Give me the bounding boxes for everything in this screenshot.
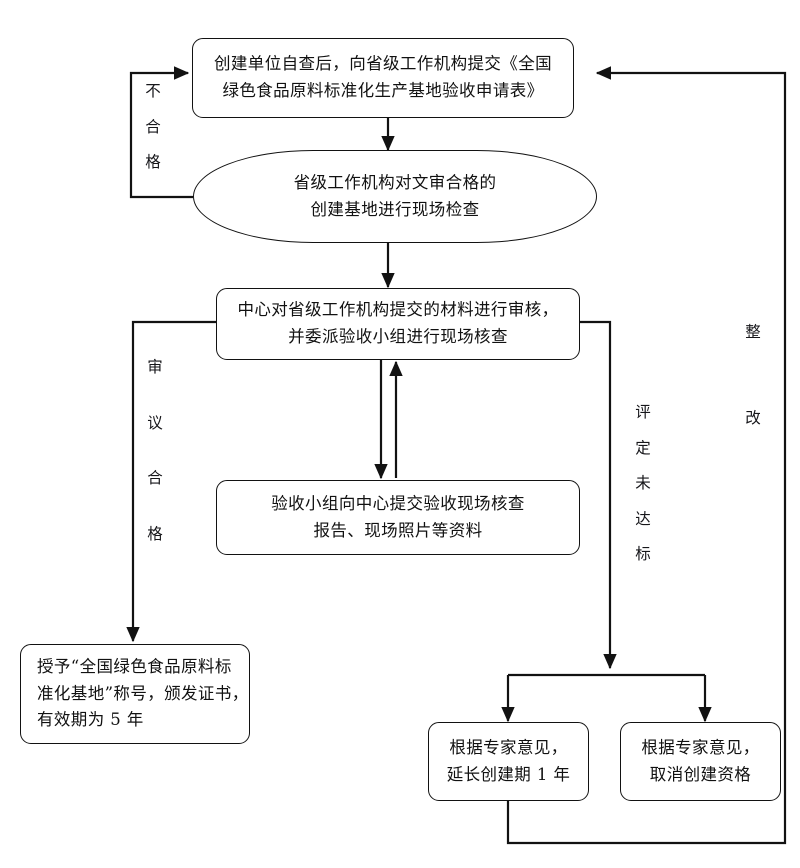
- node-extend-one-year: 根据专家意见， 延长创建期 1 年: [428, 722, 589, 801]
- edge-label-unqualified: 不 合 格: [140, 82, 166, 171]
- edge-label-not-met-char-2: 定: [635, 438, 651, 457]
- edge-label-rectification: 整 改: [740, 323, 766, 427]
- edge-label-not-met-char-4: 达: [635, 509, 651, 528]
- node-apply: 创建单位自查后，向省级工作机构提交《全国 绿色食品原料标准化生产基地验收申请表》: [192, 38, 574, 118]
- node-apply-line-2: 绿色食品原料标准化生产基地验收申请表》: [222, 81, 544, 100]
- edge-label-rectification-char-1: 整: [745, 323, 761, 341]
- node-cancel-line-1: 根据专家意见，: [641, 737, 760, 757]
- node-center-review: 中心对省级工作机构提交的材料进行审核， 并委派验收小组进行现场核查: [216, 288, 580, 360]
- node-provincial-line-1: 省级工作机构对文审合格的: [293, 172, 497, 192]
- node-extend-line-1: 根据专家意见，: [449, 737, 568, 757]
- edge-label-assessment-not-met: 评 定 未 达 标: [630, 403, 656, 563]
- edge-label-not-met-char-3: 未: [635, 474, 651, 492]
- node-center-review-line-2: 并委派验收小组进行现场核查: [288, 327, 508, 346]
- node-provincial-line-2: 创建基地进行现场检查: [310, 199, 480, 219]
- edge-label-review-qualified-char-2: 议: [147, 413, 163, 432]
- node-award-line-1: 授予“全国绿色食品原料标: [37, 656, 232, 676]
- node-extend-line-2: 延长创建期 1 年: [446, 764, 571, 784]
- node-center-review-line-1: 中心对省级工作机构提交的材料进行审核，: [237, 300, 559, 320]
- edge-label-review-qualified-char-4: 格: [147, 524, 163, 543]
- node-acceptance-team-report: 验收小组向中心提交验收现场核查 报告、现场照片等资料: [216, 480, 580, 555]
- edge-label-unqualified-char-2: 合: [145, 117, 161, 136]
- edge-label-unqualified-char-3: 格: [145, 153, 161, 171]
- edge-label-unqualified-char-1: 不: [145, 82, 161, 100]
- node-team-report-line-2: 报告、现场照片等资料: [313, 520, 483, 540]
- node-provincial-onsite-check: 省级工作机构对文审合格的 创建基地进行现场检查: [193, 150, 597, 243]
- node-award-line-2: 准化基地”称号，颁发证书，: [37, 683, 249, 703]
- edge-label-review-qualified: 审 议 合 格: [142, 358, 168, 543]
- node-cancel-qualification: 根据专家意见， 取消创建资格: [620, 722, 781, 801]
- node-award-line-3: 有效期为 5 年: [37, 710, 144, 730]
- node-team-report-line-1: 验收小组向中心提交验收现场核查: [271, 493, 525, 513]
- edge-label-not-met-char-1: 评: [635, 403, 651, 421]
- node-apply-line-1: 创建单位自查后，向省级工作机构提交《全国: [214, 54, 552, 74]
- connector-not-met-trunk: [580, 320, 617, 670]
- edge-label-rectification-char-2: 改: [745, 408, 761, 427]
- node-cancel-line-2: 取消创建资格: [649, 764, 752, 784]
- edge-label-review-qualified-char-3: 合: [147, 469, 163, 487]
- node-award-certificate: 授予“全国绿色食品原料标 准化基地”称号，颁发证书， 有效期为 5 年: [20, 644, 250, 744]
- edge-label-review-qualified-char-1: 审: [147, 358, 163, 376]
- edge-label-not-met-char-5: 标: [635, 545, 651, 563]
